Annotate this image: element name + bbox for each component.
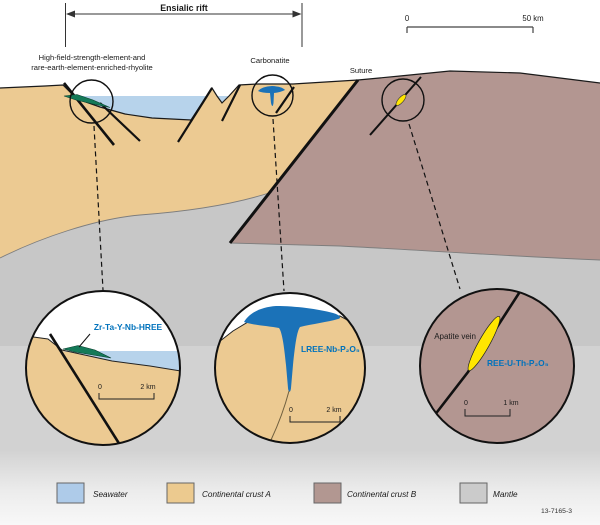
legend-label-mantle: Mantle — [493, 490, 518, 499]
inset-scale-max: 2 km — [140, 384, 155, 391]
rhyolite-label-line1: High-field-strength-element-and — [39, 53, 146, 62]
inset-scale-zero: 0 — [464, 400, 468, 407]
crust-b-mantle-boundary — [229, 242, 600, 261]
suture-label: Suture — [350, 66, 372, 75]
inset-vein-fault-line — [432, 289, 523, 417]
legend-label-crust-a: Continental crust A — [202, 490, 271, 499]
inset-scale-max: 1 km — [503, 400, 518, 407]
inset-scale-zero: 0 — [289, 407, 293, 414]
mineral-label-rhyolite: Zr-Ta-Y-Nb-HREE — [94, 322, 163, 332]
continental-crust-b — [230, 71, 600, 260]
seawater-pond — [217, 96, 229, 103]
rhyolite-deposit — [63, 94, 111, 108]
inset-crust-a — [26, 336, 180, 445]
fault-line — [99, 102, 141, 142]
fault-line — [177, 87, 213, 143]
fault-line — [275, 86, 295, 114]
fault-line — [221, 84, 241, 122]
inset-crust-b — [420, 289, 574, 443]
apatite-vein-label: Apatite vein — [434, 332, 476, 341]
scale-max-label: 50 km — [522, 14, 543, 23]
leader-line-right — [408, 123, 461, 290]
mineral-label-carbonatite: LREE-Nb-P₂O₅ — [301, 344, 360, 354]
legend-label-crust-b: Continental crust B — [347, 490, 417, 499]
seawater-basin — [74, 96, 207, 120]
fault-line — [62, 82, 116, 146]
legend-label-seawater: Seawater — [93, 490, 128, 499]
inset-scale-max: 2 km — [326, 407, 341, 414]
inset-scale-bar — [464, 409, 511, 417]
mineral-label-vein: REE-U-Th-P₂O₅ — [487, 358, 549, 368]
map-scale-bar: 0 50 km — [405, 14, 544, 33]
inset-apatite-vein: Apatite vein REE-U-Th-P₂O₅ 0 1 km — [419, 288, 575, 444]
rift-title: Ensialic rift — [160, 3, 207, 13]
leader-lines — [93, 118, 461, 292]
inset-scale-zero: 0 — [98, 384, 102, 391]
inset-apatite-vein-body — [467, 315, 501, 372]
continental-crust-a — [0, 80, 358, 258]
inset-carbonatite-intrusion — [244, 306, 341, 392]
inset-fault-line — [48, 333, 122, 445]
inset-circle-outline — [25, 290, 181, 446]
arrowhead-left-icon — [66, 10, 75, 18]
carbonatite-label: Carbonatite — [250, 56, 289, 65]
crust-a-mantle-boundary — [0, 191, 273, 259]
legend-swatch-mantle — [459, 482, 488, 504]
crust-b-surface-line — [357, 70, 600, 84]
annotation-circle-carbonatite — [251, 74, 294, 117]
leader-line-middle — [272, 118, 285, 292]
annotation-circle-rhyolite — [69, 79, 114, 124]
inset-surface-line — [26, 335, 180, 372]
page-footer-fade — [0, 450, 600, 525]
inset-rhyolite-deposit — [62, 345, 112, 359]
scale-bar-line — [406, 26, 534, 33]
legend: Seawater Continental crust A Continental… — [56, 482, 518, 504]
figure-number: 13-7165-3 — [541, 508, 572, 515]
leader-line-left — [93, 125, 104, 291]
inset-scale-bar — [289, 416, 341, 423]
apatite-vein-small — [395, 94, 407, 106]
carbonatite-intrusion — [258, 86, 285, 106]
inset-circle-outline — [419, 288, 575, 444]
scale-zero-label: 0 — [405, 14, 410, 23]
inset-feeder-fault — [270, 390, 290, 441]
inset-circle-outline — [214, 292, 366, 444]
vein-fault-line — [369, 76, 422, 136]
legend-swatch-crust-b — [313, 482, 342, 504]
inset-scale-bar — [98, 393, 155, 400]
rift-extent-bracket: Ensialic rift — [65, 3, 303, 47]
annotation-circle-vein — [381, 78, 425, 122]
label-pointer-line — [78, 333, 91, 348]
suture-line — [228, 79, 360, 244]
legend-swatch-seawater — [56, 482, 85, 504]
inset-rhyolite: Zr-Ta-Y-Nb-HREE 0 2 km — [25, 290, 181, 446]
inset-sky — [215, 293, 365, 345]
rift-faults — [62, 82, 295, 146]
inset-carbonatite: LREE-Nb-P₂O₅ 0 2 km — [214, 292, 366, 444]
rhyolite-label-line2: rare-earth-element-enriched-rhyolite — [31, 63, 153, 72]
arrowhead-right-icon — [292, 10, 302, 18]
legend-swatch-crust-a — [166, 482, 195, 504]
